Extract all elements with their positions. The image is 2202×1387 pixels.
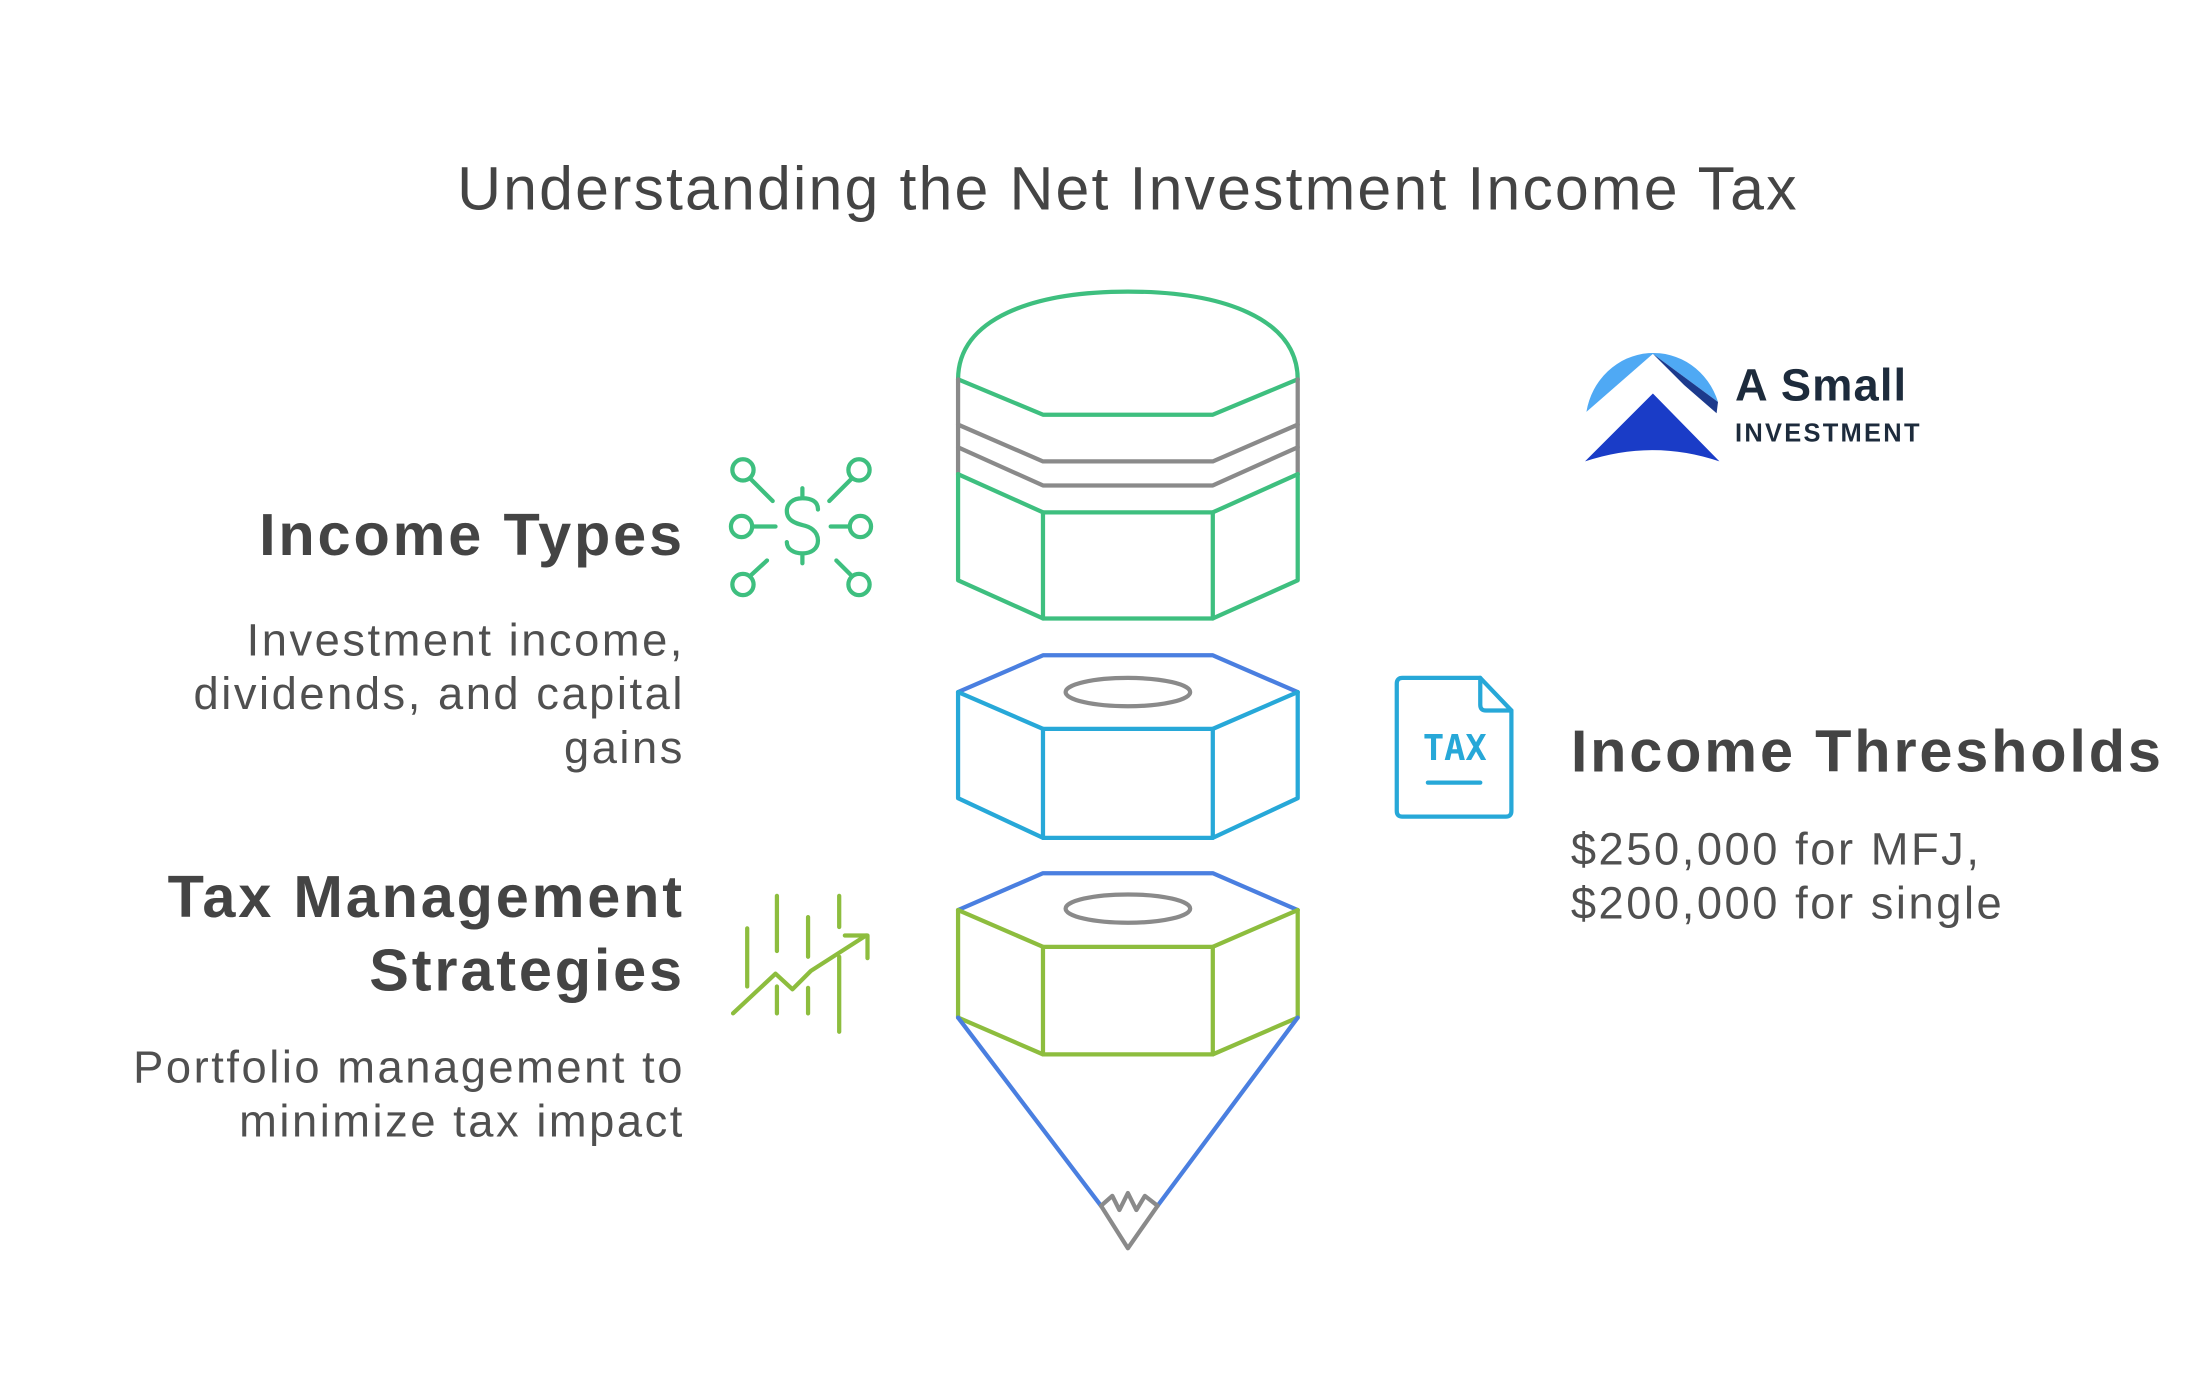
- bottom-nut-body: [955, 907, 1300, 1057]
- middle-nut-front-edge: [955, 689, 1300, 732]
- tax-document-icon: TAX: [1394, 675, 1514, 819]
- cap-band-line-1: [955, 422, 1300, 464]
- document-fold: [1478, 675, 1514, 713]
- document-outline: [1394, 675, 1514, 819]
- income-thresholds-heading: Income Thresholds: [1571, 717, 2164, 784]
- growth-chart-icon: [730, 893, 870, 1034]
- income-thresholds-description-line: $200,000 for single: [1571, 878, 2004, 929]
- logo-wordmark-line1: A Small: [1735, 360, 1907, 411]
- cap-lower-top-edge: [955, 472, 1300, 515]
- pencil-stack-illustration: [955, 289, 1300, 1251]
- page-title: Understanding the Net Investment Income …: [457, 155, 1799, 223]
- tax-icon-label: TAX: [1423, 728, 1487, 769]
- income-types-description-line: dividends, and capital: [194, 668, 685, 719]
- cap-band-line-2: [955, 445, 1300, 488]
- cone-point: [1098, 1203, 1160, 1251]
- middle-nut-body: [955, 689, 1300, 840]
- cap-lower-facets: [1040, 510, 1215, 621]
- cap-top-edge: [955, 377, 1300, 417]
- tax-management-heading-line: Strategies: [369, 937, 685, 1004]
- mountain-logo-icon: [1584, 352, 1720, 462]
- chart-arrowhead: [842, 933, 870, 961]
- pencil-tip-cone: [955, 1015, 1300, 1251]
- income-types-section: Income Types Investment income, dividend…: [194, 457, 874, 773]
- cone-sides: [955, 1015, 1300, 1208]
- brand-logo: A Small INVESTMENT: [1584, 352, 1922, 462]
- node-circle: [730, 457, 756, 483]
- tax-management-description-line: Portfolio management to: [133, 1042, 685, 1093]
- cap-lower-body: [955, 472, 1300, 621]
- top-cap-segment: [955, 289, 1300, 621]
- dollar-network-icon: [728, 457, 874, 598]
- tax-management-heading-line: Tax Management: [168, 863, 685, 930]
- bottom-nut-back-edge: [955, 871, 1300, 913]
- income-types-description-line: gains: [564, 722, 685, 773]
- middle-nut-facets: [1040, 726, 1215, 840]
- income-thresholds-description-line: $250,000 for MFJ,: [1571, 824, 1982, 875]
- income-thresholds-section: TAX Income Thresholds $250,000 for MFJ, …: [1394, 675, 2164, 929]
- chart-bars: [745, 893, 842, 1034]
- node-circle: [846, 457, 872, 483]
- logo-wordmark-line2: INVESTMENT: [1735, 420, 1922, 448]
- bottom-nut-front-edge: [955, 907, 1300, 949]
- bottom-nut-hole: [1063, 892, 1193, 925]
- cap-dome: [955, 289, 1300, 382]
- cone-zigzag: [1098, 1190, 1160, 1213]
- node-circle: [847, 513, 874, 540]
- middle-nut-hole: [1063, 675, 1193, 709]
- middle-nut-back-edge: [955, 653, 1300, 695]
- chart-trend-line: [730, 933, 869, 1016]
- logo-sky-shape: [1586, 352, 1719, 412]
- income-types-heading: Income Types: [259, 501, 685, 568]
- bottom-nut-facets: [1040, 944, 1215, 1057]
- tax-management-description-line: minimize tax impact: [239, 1095, 685, 1146]
- logo-shadow-shape: [1652, 353, 1719, 414]
- dollar-sign: [784, 486, 821, 566]
- node-circle: [846, 571, 872, 598]
- node-circle: [728, 513, 755, 540]
- tax-management-section: Tax Management Strategies Portfolio mana…: [133, 863, 870, 1146]
- income-types-description-line: Investment income,: [247, 614, 685, 665]
- logo-mountain-shape: [1584, 393, 1720, 462]
- node-circle: [730, 571, 756, 598]
- bottom-nut-segment: [955, 871, 1300, 1057]
- node-connectors: [747, 476, 855, 579]
- middle-nut-segment: [955, 653, 1300, 840]
